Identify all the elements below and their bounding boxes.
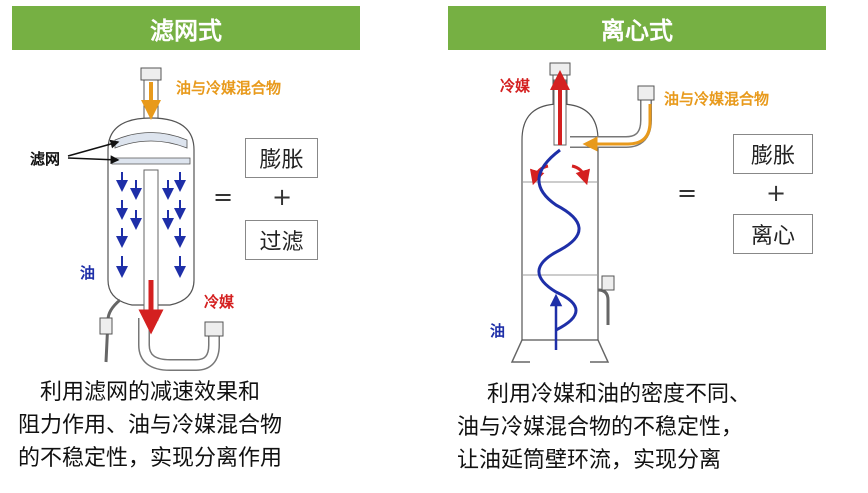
stand [510,339,610,363]
expansion-box: 膨胀 [733,134,813,174]
filter-box: 过滤 [245,220,318,260]
inlet-mixture-label: 油与冷媒混合物 [176,79,282,97]
refrigerant-label: 冷媒 [500,77,531,95]
header-title: 离心式 [601,16,673,45]
screen-pointer [67,155,120,165]
equals-sign: = [677,179,698,207]
oil-label: 油 [80,264,96,282]
caption-line-1: 利用冷媒和油的密度不同、 [487,382,752,407]
inlet-mixture-label: 油与冷媒混合物 [664,90,770,108]
centrifugal-box: 离心 [733,214,813,254]
header-screen-type: 滤网式 [12,6,360,50]
refrigerant-outlet-fitting [204,321,224,337]
header-title: 滤网式 [150,16,222,45]
plus-sign: + [766,179,787,207]
inlet-fitting [637,85,655,101]
plus-sign: + [272,183,293,211]
screen-pointer [67,139,120,157]
swirl-arrow-right [571,164,591,186]
oil-drain-tube [597,288,610,325]
refrigerant-outlet-fitting [549,62,571,76]
caption-line-2: 阻力作用、油与冷媒混合物 [18,413,283,438]
swirl-arrow-left [529,164,549,186]
caption-line-1: 利用滤网的减速效果和 [40,380,261,405]
refrigerant-label: 冷媒 [204,293,235,311]
expansion-box: 膨胀 [245,138,318,178]
oil-swirl-flow [537,148,581,332]
caption-line-3: 让油延筒壁环流，实现分离 [457,448,722,473]
screen-mesh-top [114,132,188,149]
screen-label: 滤网 [30,150,61,168]
caption-line-2: 油与冷媒混合物的不稳定性， [457,415,744,440]
caption-line-3: 的不稳定性，实现分离作用 [18,446,283,471]
oil-flow-arrows [116,172,186,278]
oil-label: 油 [490,322,506,340]
inlet-flow-arrow [582,104,652,152]
equals-sign: = [213,183,234,211]
header-centrifugal-type: 离心式 [448,6,826,50]
